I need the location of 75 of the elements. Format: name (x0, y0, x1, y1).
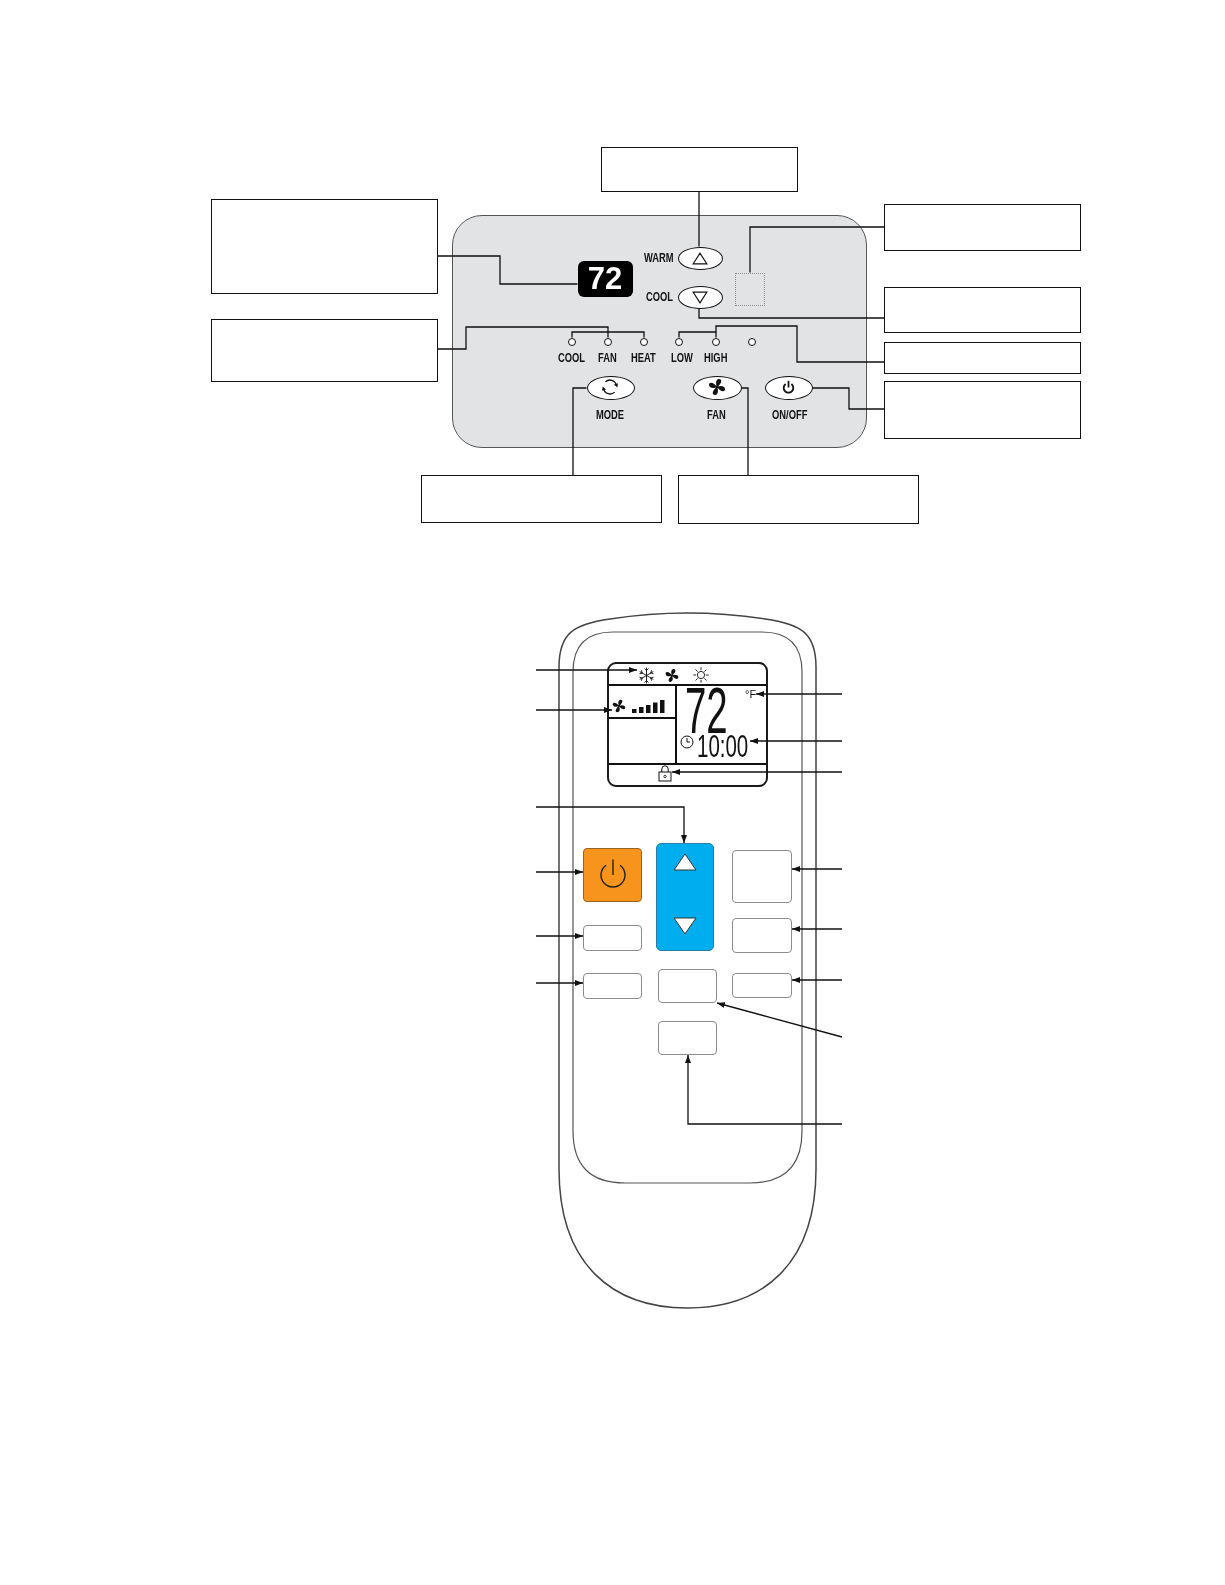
power-button (583, 848, 642, 902)
leader-line (740, 387, 749, 476)
callout-box (884, 204, 1081, 251)
callout-box (601, 147, 798, 192)
indicator-label: LOW (670, 350, 693, 364)
arrow (535, 667, 638, 673)
button-label: WARM (643, 251, 674, 264)
callout-box (211, 199, 438, 294)
leader-line (437, 326, 609, 350)
indicator-light (674, 337, 683, 346)
up-down-button (656, 843, 714, 951)
dotted-square-outline (734, 272, 765, 306)
remote-button (732, 918, 792, 953)
lcd-screen (607, 662, 768, 787)
arrow (671, 769, 843, 775)
remote-button (658, 1021, 717, 1055)
arrow (535, 806, 687, 844)
remote-control (558, 609, 817, 1309)
leader-line (437, 255, 579, 285)
time-readout: 10:00 (697, 733, 749, 760)
leader-line (715, 331, 717, 339)
leader-line (607, 331, 645, 339)
indicator-light (639, 337, 648, 346)
remote-button (583, 925, 642, 951)
led-display: 72 (577, 260, 633, 297)
callout-box (421, 475, 662, 523)
button-label: FAN (707, 408, 726, 421)
remote-button (732, 850, 792, 903)
leader-line (571, 331, 609, 339)
arrow (716, 1002, 843, 1038)
indicator-label: HEAT (631, 350, 657, 364)
leader-line (698, 191, 700, 248)
callout-box (884, 342, 1081, 374)
indicator-light (603, 337, 612, 346)
arrow (791, 977, 843, 983)
power-button (764, 375, 813, 400)
fan-button (692, 375, 742, 400)
leader-line (749, 226, 885, 274)
up-arrow-button (677, 246, 723, 270)
arrow (755, 691, 843, 697)
temperature-unit: °F (745, 688, 757, 700)
temperature-readout: 72 (685, 686, 728, 736)
arrow (791, 866, 843, 872)
arrow (535, 933, 584, 939)
down-arrow-button (677, 285, 723, 309)
callout-box (884, 381, 1081, 439)
indicator-label: COOL (557, 350, 585, 364)
arrow (535, 707, 613, 713)
arrow (685, 1054, 843, 1125)
leader-line (715, 325, 885, 363)
button-label: ON/OFF (771, 408, 808, 421)
remote-button (732, 973, 792, 998)
arrow (535, 869, 584, 875)
arrow (791, 926, 843, 932)
indicator-light (747, 337, 756, 346)
leader-line (698, 307, 885, 319)
remote-button (583, 973, 642, 999)
callout-box (884, 287, 1081, 333)
remote-button (658, 969, 717, 1003)
indicator-light (567, 337, 576, 346)
button-label: MODE (596, 408, 625, 421)
indicator-light (711, 337, 720, 346)
arrow (535, 980, 584, 986)
button-label: COOL (646, 290, 674, 303)
leader-line (811, 387, 885, 410)
indicator-label: HIGH (703, 350, 727, 364)
indicator-label: FAN (598, 350, 617, 364)
callout-box (211, 319, 438, 382)
control-panel (452, 215, 867, 448)
leader-line (607, 331, 609, 339)
mode-button (586, 375, 635, 400)
arrow (749, 738, 843, 744)
callout-box (678, 475, 919, 524)
leader-line (572, 387, 588, 476)
leader-line (678, 331, 717, 339)
